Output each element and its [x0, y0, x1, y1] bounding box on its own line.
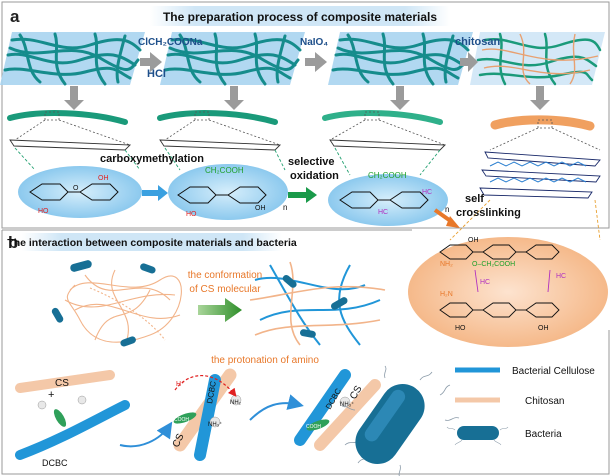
label-dcbc-2: DCBC [205, 380, 218, 404]
legend-swatch-bacteria [446, 426, 509, 446]
bacterium-large [341, 365, 460, 476]
arrow-2 [305, 52, 327, 72]
reagent-naio4: NaIO₄ [300, 37, 328, 48]
panel-b-letter: b [8, 233, 18, 252]
step-crosslinking: crosslinking [456, 207, 521, 219]
reagent-clch2coona: ClCH₂COONa [138, 37, 203, 48]
panel-b-title-bar [22, 233, 282, 251]
chem-h2n-1: H₂N [440, 291, 453, 298]
chain-zigzag [489, 161, 587, 183]
chem-oh-1: OH [98, 175, 109, 182]
step-selective: selective [288, 156, 334, 168]
chem-oh-4: OH [538, 325, 549, 332]
step-oxidation: oxidation [290, 170, 339, 182]
legend-label-bc: Bacterial Cellulose [512, 366, 595, 377]
label-hplus: H⁺ [176, 381, 185, 388]
bacteria-group-1 [51, 260, 156, 347]
arrow-step-1 [119, 421, 173, 448]
stretched-cs [249, 261, 386, 346]
chem-ho-3: HO [455, 325, 466, 332]
label-nh2-1: NH₂ [230, 400, 242, 406]
chem-ho-2: HO [186, 211, 197, 218]
step-carboxymethylation: carboxymethylation [100, 153, 204, 165]
chem-hc-2: HC [422, 189, 432, 196]
sheet-dcbc [328, 32, 473, 86]
panel-a-title-bar [150, 6, 450, 26]
panel-a: a The preparation process of composite m… [0, 1, 610, 241]
reagent-hcl: HCl [147, 68, 166, 80]
label-protonation: the protonation of amino [211, 355, 319, 366]
chem-o-1: O [73, 185, 79, 192]
label-cs-2: CS [171, 432, 187, 450]
crosslink-bonds [474, 269, 551, 293]
panel-b-title: The interaction between composite materi… [7, 237, 297, 249]
oval-crosslink [408, 237, 608, 347]
chem-hc-3: HC [556, 273, 566, 280]
oval-carboxymethyl [168, 164, 288, 220]
chem-hc-1: HC [378, 209, 388, 216]
label-cs-1: CS [55, 378, 69, 389]
chem-hc-4: HC [480, 279, 490, 286]
single-fiber-row [7, 110, 601, 199]
down-arrow-3 [390, 86, 410, 110]
arrow-1 [140, 52, 162, 72]
chain-stack [479, 151, 601, 199]
ring-structure-3 [339, 191, 429, 209]
label-nh3-2: NH₃⁺ [340, 401, 354, 408]
label-cooh-1: COOH [174, 417, 189, 423]
legend: Bacterial Cellulose Chitosan Bacteria [446, 366, 595, 446]
chem-ch2cooh-2: CH₂COOH [368, 171, 407, 180]
molecule-pair-3 [294, 369, 381, 451]
label-conformation-2: of CS molecular [189, 284, 261, 295]
legend-label-bacteria: Bacteria [525, 429, 562, 440]
panel-b: b The interaction between composite mate… [1, 229, 610, 476]
label-conformation-1: the conformation [188, 270, 263, 281]
panel-a-title: The preparation process of composite mat… [163, 10, 437, 24]
chem-o-ch2cooh: O–CH₂COOH [472, 261, 515, 268]
chem-oh-3: OH [468, 237, 479, 244]
chem-oh-2: OH [255, 205, 266, 212]
ring-structure-2 [177, 186, 267, 204]
arrow-to-crosslink-head [446, 216, 460, 228]
legend-label-cs: Chitosan [525, 396, 564, 407]
arrow-to-carboxymethyl [142, 185, 168, 201]
arrow-to-oxidation [288, 187, 317, 203]
label-plus: + [48, 389, 54, 401]
chem-ho-1: HO [38, 208, 49, 215]
label-cooh-2: COOH [306, 424, 321, 430]
arrow-3 [460, 52, 478, 72]
down-arrow-1 [64, 86, 84, 110]
process-arrows [64, 52, 550, 110]
sheet-composite [470, 32, 605, 86]
panel-a-border [1, 1, 610, 229]
ring-structure-1 [29, 183, 119, 201]
crosslink-structure [439, 244, 560, 318]
down-arrow-4 [530, 86, 550, 110]
down-arrow-2 [224, 86, 244, 110]
molecule-pair-1 [15, 370, 130, 460]
sheet-bc [0, 32, 145, 86]
panel-a-letter: a [10, 7, 20, 26]
sheet-cmbc [160, 32, 305, 86]
label-nh3-1: NH₃⁺ [208, 421, 222, 428]
label-dcbc-1: DCBC [42, 458, 68, 468]
chem-n-2: n [445, 205, 449, 214]
chem-ch2cooh-1: CH₂COOH [205, 166, 244, 175]
bacteria-group-2 [282, 274, 348, 338]
stretched-bc [254, 264, 381, 346]
chem-nh2-1: NH₂ [440, 261, 453, 268]
arrow-conformation [198, 298, 242, 322]
tangled-chitosan [64, 269, 182, 346]
reagent-chitosan: chitosan [455, 36, 501, 48]
arrow-step-2 [249, 394, 304, 421]
step-self: self [465, 193, 484, 205]
molecule-pair-2 [170, 368, 245, 461]
chem-n-1: n [283, 203, 287, 212]
